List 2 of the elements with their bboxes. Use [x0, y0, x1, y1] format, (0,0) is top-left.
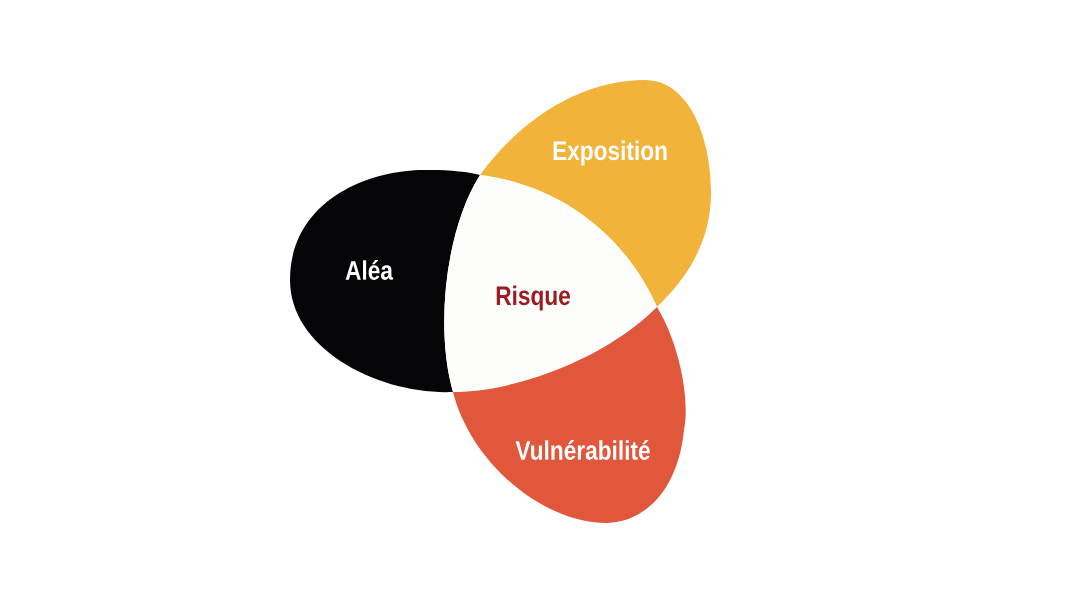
overlap-region: Risque [444, 175, 657, 392]
venn-petal: Aléa [290, 170, 480, 392]
